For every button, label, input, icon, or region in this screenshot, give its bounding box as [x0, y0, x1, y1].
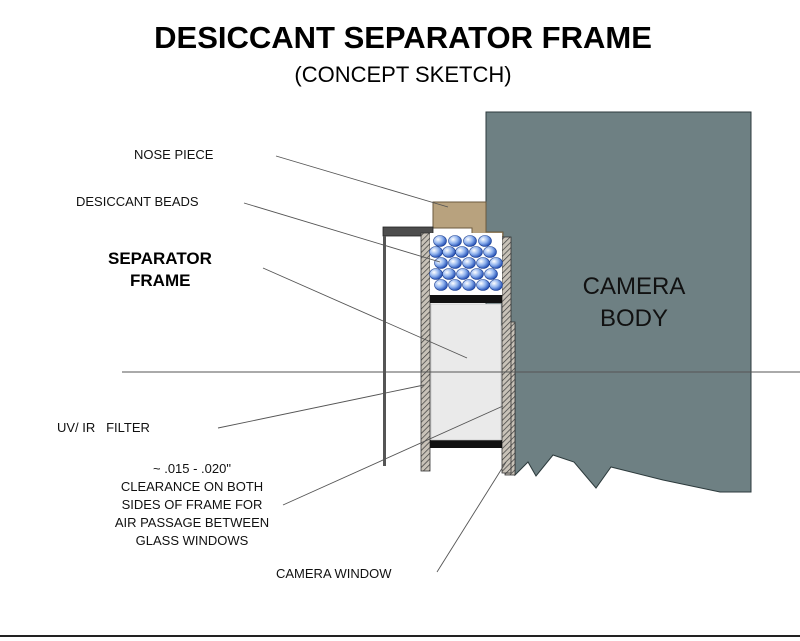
desiccant-bead — [455, 246, 469, 258]
label-camera-window: CAMERA WINDOW — [276, 566, 392, 581]
separator-lid — [382, 226, 434, 237]
desiccant-bead — [476, 279, 490, 291]
leader-uv-ir-filter — [217, 384, 425, 429]
separator-frame-left-wall — [420, 232, 431, 472]
leader-camera-window — [436, 461, 507, 573]
camera-body — [485, 111, 752, 493]
desiccant-bead — [463, 235, 477, 247]
camera-body-label-line2: BODY — [600, 305, 668, 332]
desiccant-bead — [429, 268, 443, 280]
desiccant-bead — [462, 257, 476, 269]
desiccant-bead — [442, 246, 456, 258]
camera-body-label-line1: CAMERA — [583, 273, 686, 300]
label-separator-frame-line1: SEPARATOR — [108, 249, 212, 268]
desiccant-bead — [462, 279, 476, 291]
desiccant-bead — [483, 246, 497, 258]
separator-frame-right-wall — [501, 236, 512, 474]
desiccant-bead — [433, 235, 447, 247]
desiccant-bead — [489, 257, 503, 269]
desiccant-bead — [442, 268, 456, 280]
front-window-bracket — [383, 236, 386, 466]
label-clearance-line2: CLEARANCE ON BOTH — [121, 479, 263, 494]
desiccant-bead — [489, 279, 503, 291]
leader-desiccant-beads — [243, 202, 441, 263]
desiccant-bead — [448, 235, 462, 247]
label-clearance-line3: SIDES OF FRAME FOR — [122, 497, 263, 512]
desiccant-bead — [434, 279, 448, 291]
diagram-title: DESICCANT SEPARATOR FRAME — [154, 20, 652, 55]
desiccant-bead — [448, 257, 462, 269]
leader-separator-frame — [262, 267, 468, 359]
desiccant-bead — [476, 257, 490, 269]
desiccant-bead — [448, 279, 462, 291]
desiccant-bead — [478, 235, 492, 247]
leader-nose-piece — [275, 155, 449, 208]
label-nose-piece: NOSE PIECE — [134, 147, 214, 162]
desiccant-bead — [484, 268, 498, 280]
lower-seal-bar — [430, 440, 502, 448]
leader-clearance — [282, 405, 504, 506]
label-uv-ir-filter: UV/ IR FILTER — [57, 420, 150, 435]
label-clearance-line1: ~ .015 - .020" — [153, 461, 231, 476]
desiccant-bead — [456, 268, 470, 280]
desiccant-beads — [429, 235, 503, 291]
label-clearance-line5: GLASS WINDOWS — [136, 533, 249, 548]
desiccant-bead — [429, 246, 443, 258]
label-desiccant-beads: DESICCANT BEADS — [76, 194, 199, 209]
desiccant-bead — [470, 268, 484, 280]
label-separator-frame-line2: FRAME — [130, 271, 190, 290]
desiccant-bead — [469, 246, 483, 258]
label-clearance-line4: AIR PASSAGE BETWEEN — [115, 515, 269, 530]
upper-seal-bar — [430, 295, 502, 303]
diagram-subtitle: (CONCEPT SKETCH) — [294, 62, 511, 87]
desiccant-bead — [434, 257, 448, 269]
